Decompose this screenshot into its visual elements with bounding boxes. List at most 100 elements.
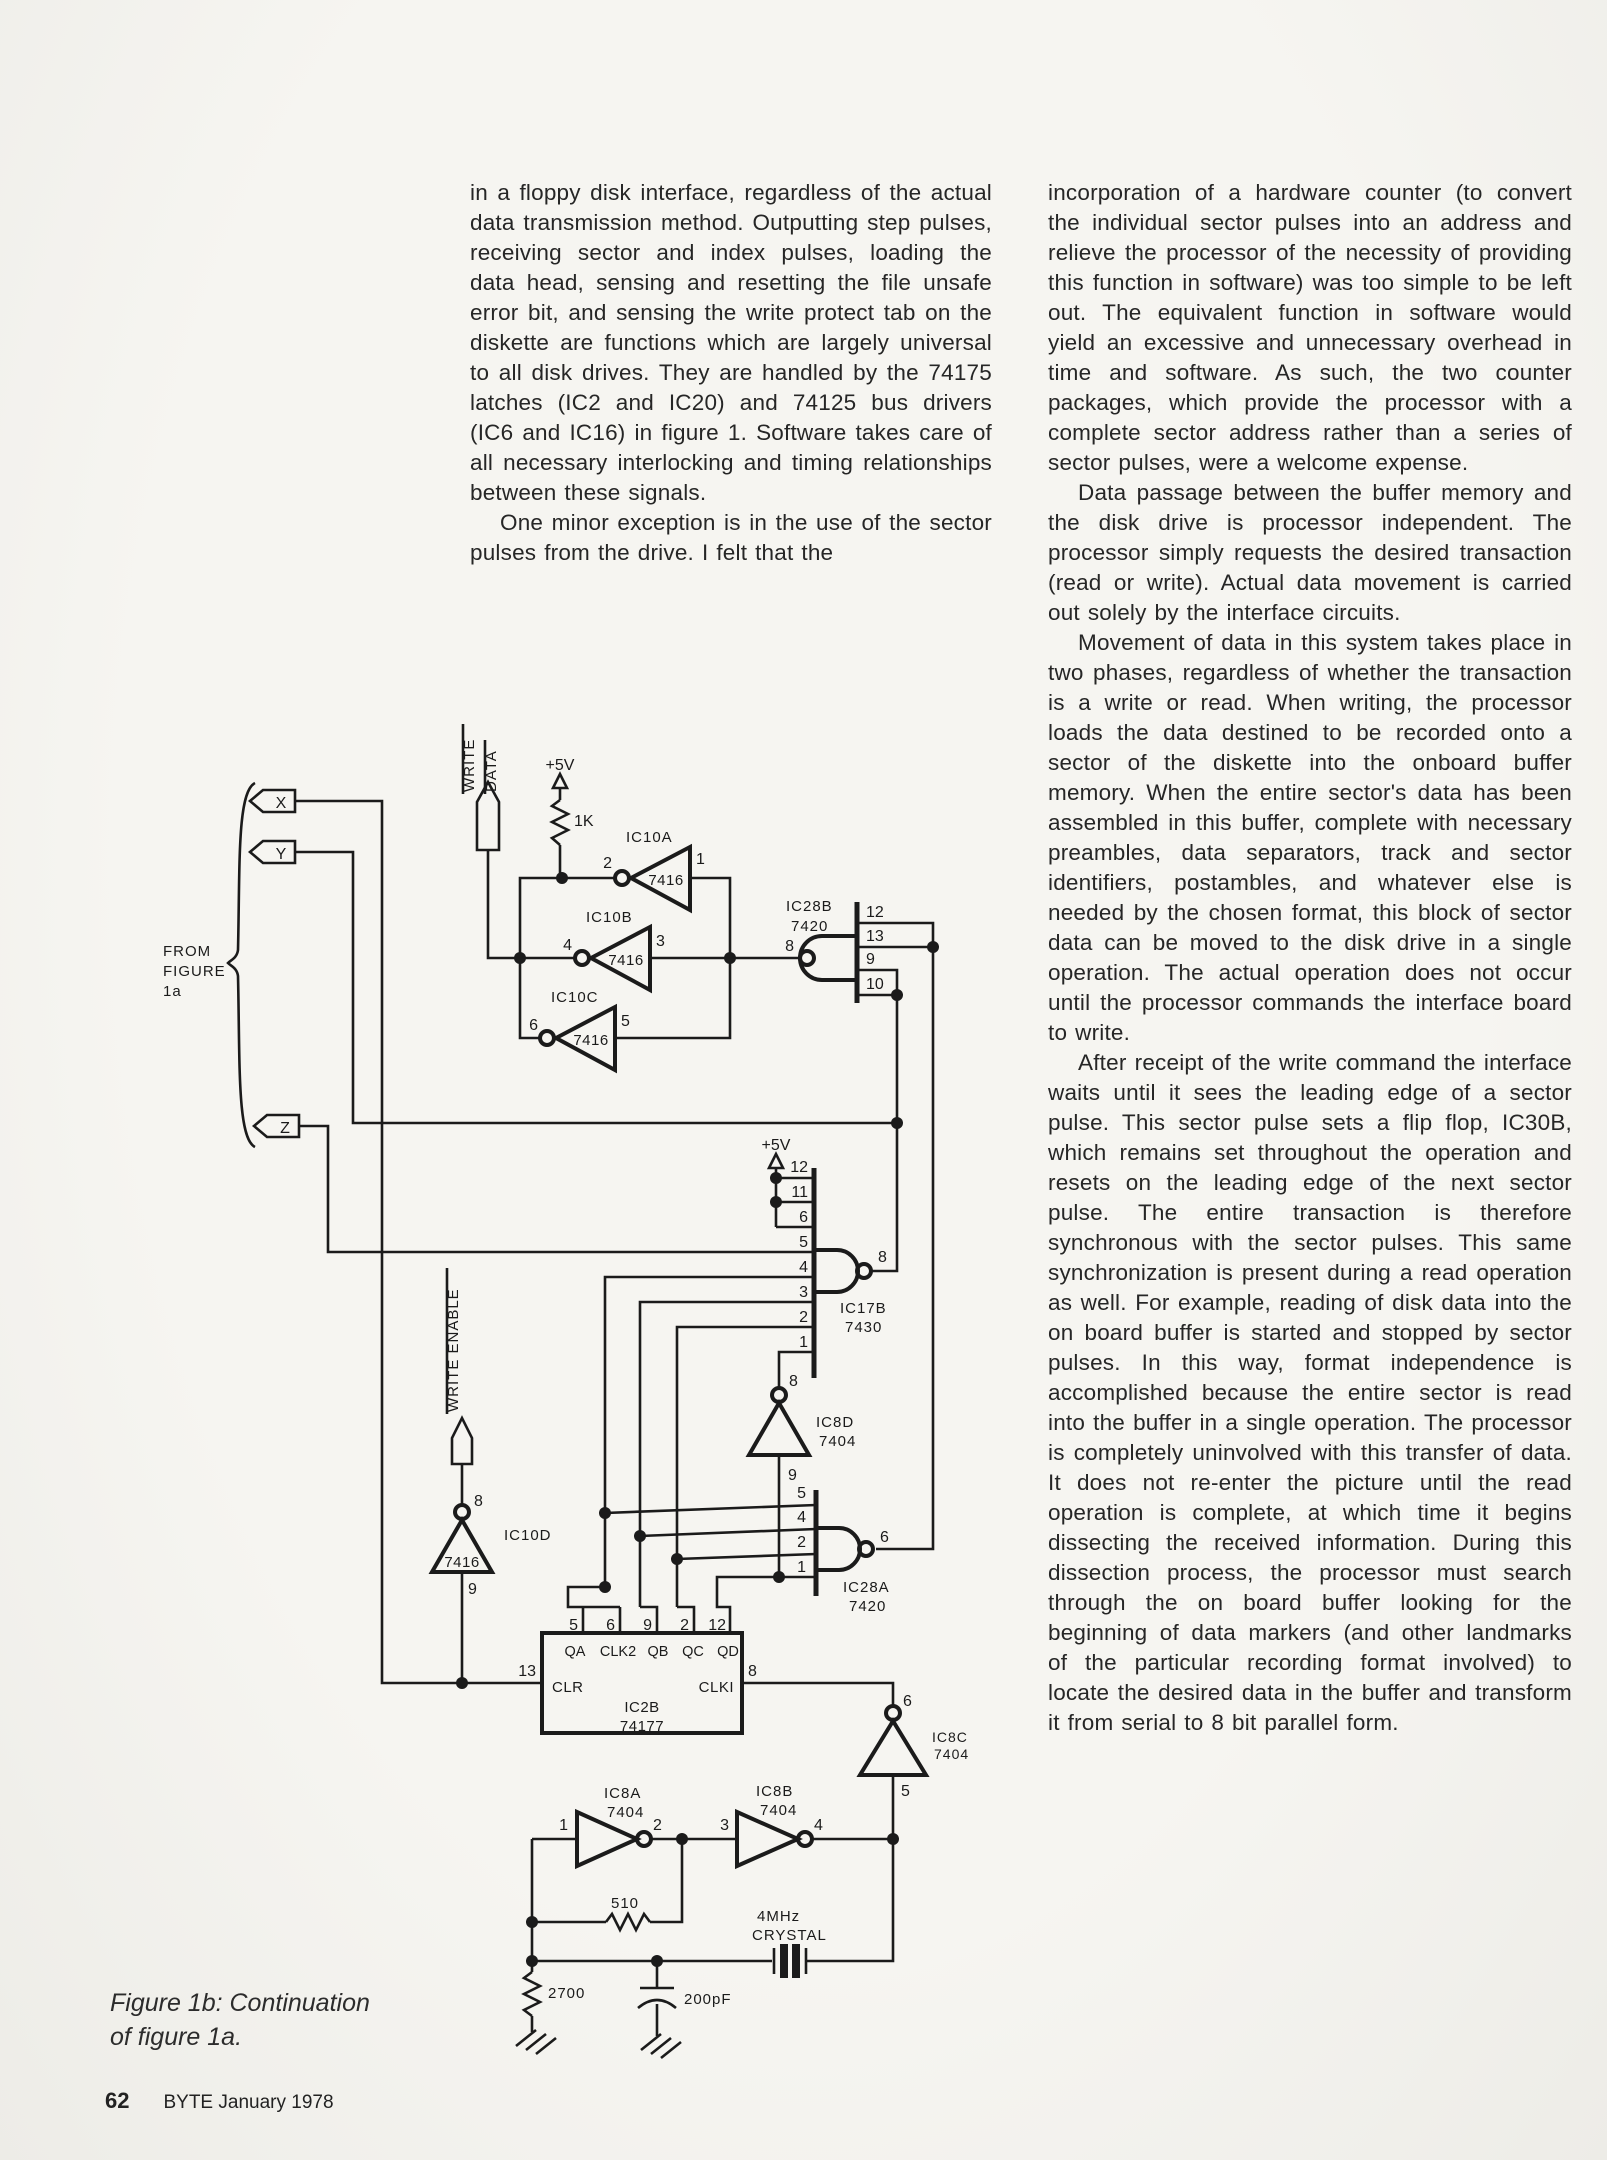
from-label: FROM [163,943,211,960]
ic2b-qc-label: QC [682,1644,704,1660]
paragraph: One minor exception is in the use of the… [470,510,992,565]
ic17b-pin6: 6 [799,1209,808,1226]
text-column-left: in a floppy disk interface, regardless o… [470,178,992,568]
ic10b-inverter: IC10B 7416 4 3 [563,909,665,994]
ic17b-pin3: 3 [799,1284,808,1301]
ic8a-inverter: IC8A 7404 1 2 [559,1785,662,1870]
ic17b-part-label: 7430 [845,1319,882,1336]
ic8d-inverter: 8 9 IC8D 7404 [745,1373,856,1484]
ic17b-pin2: 2 [799,1309,808,1326]
ic28a-part-label: 7420 [849,1598,886,1615]
ic2b-qd-label: QD [717,1644,739,1660]
figure-1a-label: 1a [163,983,182,1000]
ic2b-clk2-label: CLK2 [600,1644,636,1660]
ic10b-pin4: 4 [563,937,572,954]
ic28a-pin6: 6 [880,1529,889,1546]
ground-symbol [640,2032,682,2060]
ic2b-pin2: 2 [680,1617,689,1634]
ic17b-pin1: 1 [799,1334,808,1351]
signal-x-label: X [276,795,287,812]
ic8b-label: IC8B [756,1783,793,1800]
issue-label: BYTE January 1978 [163,2092,334,2113]
ground-symbol [515,2028,557,2056]
ic10d-label: IC10D [504,1527,552,1544]
ic10a-inverter: IC10A 7416 2 1 [603,829,705,914]
write-enable-signal: WRITE ENABLE [445,1268,474,1466]
ic10d-part-label: 7416 [444,1554,479,1571]
ic2b-pin8: 8 [748,1663,757,1680]
ic28b-part-label: 7420 [791,918,828,935]
write-enable-arrow [450,1415,474,1466]
circuit-diagram-figure-1b: FROM FIGURE 1a X Y Z WRITE DATA +5V 1K [163,724,969,2060]
paragraph: incorporation of a hardware counter (to … [1048,180,1572,475]
ic28b-pin10: 10 [866,976,884,993]
ic2b-pin6: 6 [606,1617,615,1634]
signal-arrow-y [247,839,297,865]
paragraph: in a floppy disk interface, regardless o… [470,180,992,505]
ic8d-label: IC8D [816,1414,854,1431]
ic10b-pin3: 3 [656,933,665,950]
signal-arrow-z [251,1113,301,1139]
page-number: 62 [105,2088,130,2113]
ic8a-label: IC8A [604,1785,641,1802]
ic2b-label: IC2B [624,1699,659,1716]
ic10a-label: IC10A [626,829,673,846]
oscillator-components: 510 2700 200pF 4MHz CRYSTAL [515,1895,827,2060]
pullup-1k: +5V 1K [546,757,594,830]
ic10c-pin6: 6 [529,1017,538,1034]
signal-y-label: Y [276,846,287,863]
ic10c-pin5: 5 [621,1013,630,1030]
ic8b-pin4: 4 [814,1817,823,1834]
ic28a-label: IC28A [843,1579,890,1596]
ic2b-pin13: 13 [518,1663,536,1680]
ic10a-pin2: 2 [603,855,612,872]
ic8b-part-label: 7404 [760,1802,797,1819]
ic17b-label: IC17B [840,1300,887,1317]
ic8a-pin1: 1 [559,1817,568,1834]
ic8d-pin9: 9 [788,1467,797,1484]
ic28a-nand: 5 4 2 1 6 IC28A 7420 [797,1485,890,1615]
ic28b-pin9: 9 [866,951,875,968]
plus5v-mid-label: +5V [762,1137,791,1154]
ic10b-label: IC10B [586,909,633,926]
crystal-label: CRYSTAL [752,1927,827,1944]
ic2b-pin9: 9 [643,1617,652,1634]
caption-line-1: Figure 1b: Continuation [110,1989,370,2017]
resistor-2700-label: 2700 [548,1985,585,2002]
figure-caption: Figure 1b: Continuation of figure 1a. [110,1986,440,2054]
plus5v-top-label: +5V [546,757,575,774]
ic8c-inverter: 6 5 IC8C 7404 [856,1693,969,1800]
page-footer: 62 BYTE January 1978 [105,2088,334,2114]
ic28b-pin8: 8 [785,938,794,955]
plus5v-mid: +5V [762,1137,791,1170]
ic17b-pin5: 5 [799,1234,808,1251]
ic2b-pin5: 5 [569,1617,578,1634]
paragraph: After receipt of the write command the i… [1048,1050,1572,1735]
ic28b-pin13: 13 [866,928,884,945]
ic8b-pin3: 3 [720,1817,729,1834]
ic8a-part-label: 7404 [607,1804,644,1821]
ic17b-pin12: 12 [790,1159,808,1176]
ic8d-part-label: 7404 [819,1433,856,1450]
ic2b-clr-label: CLR [552,1679,584,1696]
ic28b-nand: IC28B 7420 12 13 9 10 8 [785,898,884,1003]
resistor-510-label: 510 [611,1895,639,1912]
ic10b-part-label: 7416 [608,952,643,969]
ic17b-nand: 12 11 6 5 4 3 2 1 8 IC17B 7430 [790,1159,887,1378]
text-column-right: incorporation of a hardware counter (to … [1048,178,1572,1738]
ic28b-pin12: 12 [866,904,884,921]
ic2b-qb-label: QB [648,1644,669,1660]
ic10d-pin8: 8 [474,1493,483,1510]
capacitor-200pf-label: 200pF [684,1991,732,2008]
ic28b-label: IC28B [786,898,833,915]
write-data-label-write: WRITE [461,739,478,792]
ic10d-inverter: 7416 8 9 IC10D [428,1493,552,1598]
ic8b-inverter: IC8B 7404 3 4 [720,1783,823,1870]
ic17b-pin11: 11 [791,1184,808,1201]
ic28a-pin5: 5 [797,1485,806,1502]
ic10a-pin1: 1 [696,851,705,868]
junction-dots [456,872,939,1967]
ic10c-inverter: IC10C 7416 6 5 [529,989,630,1074]
ic8c-part-label: 7404 [934,1746,969,1762]
